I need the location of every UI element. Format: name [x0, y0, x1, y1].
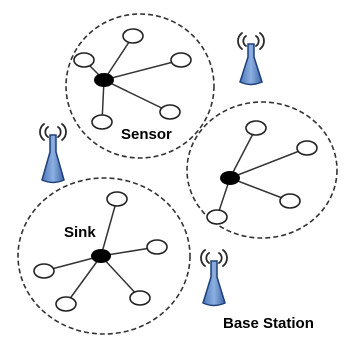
cluster-boundary	[65, 13, 215, 159]
sensor-label: Sensor	[121, 126, 172, 143]
base-station-bottom-right	[200, 249, 228, 307]
sensor-node-icon	[296, 140, 318, 156]
antenna-tower-icon	[239, 43, 263, 86]
cluster-boundary	[17, 177, 191, 335]
sensor-node-icon	[91, 114, 113, 130]
signal-waves-icon	[237, 32, 265, 50]
sensor-node-icon	[245, 120, 267, 136]
sensor-node-icon	[279, 193, 301, 209]
sensor-node-icon	[206, 209, 228, 225]
signal-waves-icon	[200, 249, 228, 267]
cluster-top	[65, 13, 215, 159]
sensor-node-icon	[55, 296, 77, 312]
base-station-label: Base Station	[223, 315, 314, 332]
base-station-left	[39, 123, 67, 184]
antenna-tower-icon	[202, 260, 226, 307]
antenna-tower-icon	[41, 134, 65, 184]
sensor-node-icon	[122, 28, 144, 44]
sensor-node-icon	[73, 52, 95, 68]
sensor-node-icon	[129, 290, 151, 306]
sensor-node-icon	[170, 52, 192, 68]
sensor-node-icon	[146, 239, 168, 255]
hub-node-icon	[91, 249, 111, 263]
cluster-boundary	[186, 101, 338, 239]
signal-waves-icon	[39, 123, 67, 141]
base-station-top-right	[237, 32, 265, 86]
cluster-bottom	[17, 177, 191, 335]
sink-label: Sink	[64, 224, 96, 241]
hub-node-icon	[94, 73, 114, 87]
sensor-node-icon	[33, 263, 55, 279]
cluster-right	[186, 101, 338, 239]
sensor-node-icon	[106, 191, 128, 207]
hub-node-icon	[220, 171, 240, 185]
sensor-node-icon	[159, 104, 181, 120]
